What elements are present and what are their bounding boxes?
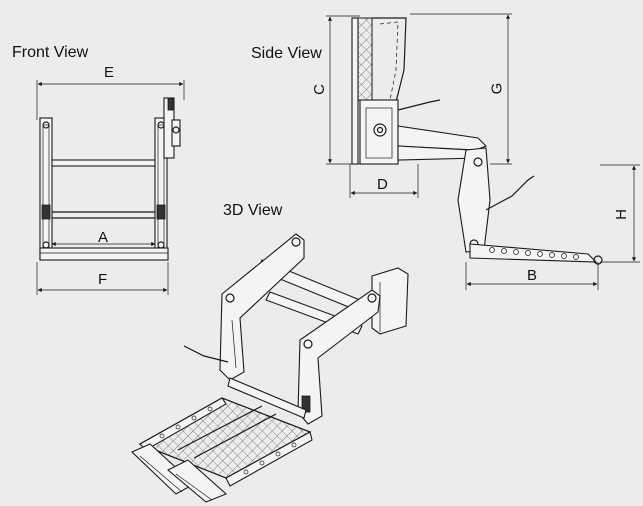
dim-c-label: C [310, 84, 328, 95]
side-roller [593, 255, 603, 265]
iso-ramp-right [167, 459, 228, 503]
dim-h-label: H [612, 209, 630, 220]
iso-left-upright [219, 233, 305, 381]
side-platform [469, 243, 598, 263]
side-view-drawing [326, 13, 640, 290]
side-handle [397, 99, 441, 111]
dim-f-label: F [98, 271, 108, 288]
iso-platform-right-rail [225, 431, 313, 487]
iso-front-crossbar [227, 377, 307, 419]
side-mount-column [351, 17, 359, 165]
front-left-column [39, 117, 53, 259]
dim-a-label: A [98, 229, 109, 246]
side-view-title: Side View [251, 45, 322, 62]
three-d-view-title: 3D View [223, 202, 283, 219]
three-d-view-drawing [131, 233, 409, 503]
iso-left-handle [183, 345, 229, 363]
iso-pump-box [371, 267, 409, 335]
front-top-crossbar [51, 159, 156, 167]
front-view-title: Front View [12, 44, 89, 61]
dim-g-label: G [488, 82, 506, 95]
front-view-drawing [36, 80, 185, 295]
dim-b-label: B [527, 267, 538, 284]
dim-e-label: E [104, 64, 115, 81]
front-platform [39, 247, 169, 261]
side-handrail [485, 175, 535, 211]
dim-d-label: D [377, 176, 388, 193]
